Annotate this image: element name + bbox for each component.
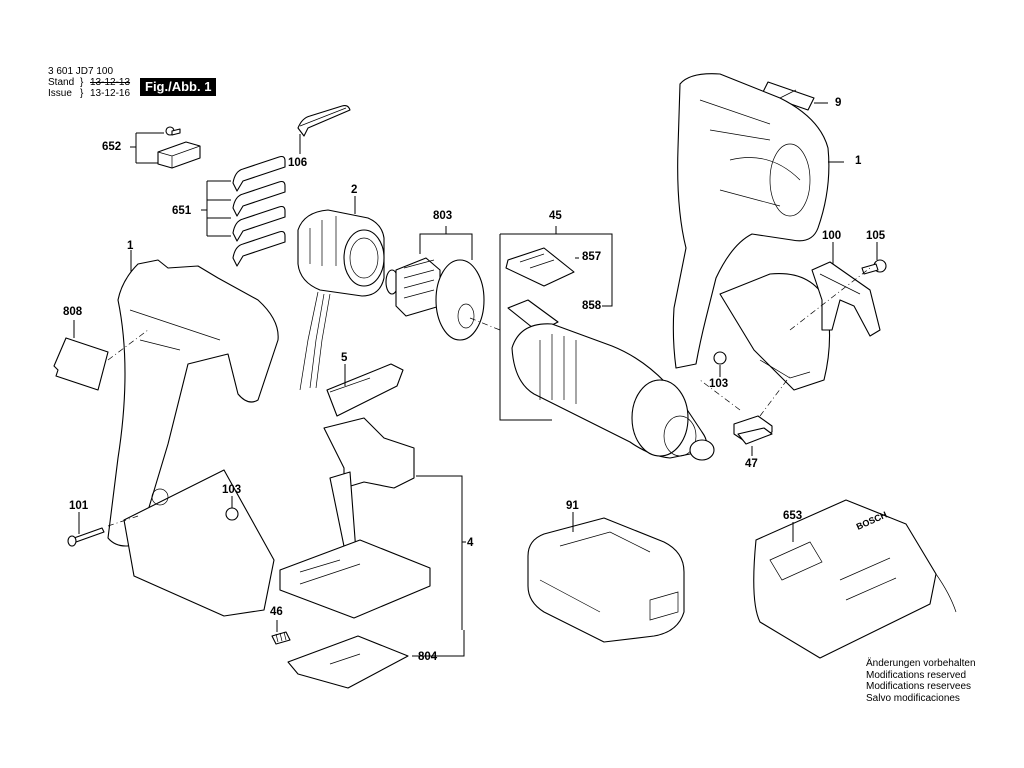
- part-9-nameplate-label[interactable]: [761, 81, 815, 111]
- callout-9: 9: [835, 97, 842, 109]
- notice-line-es: Salvo modificaciones: [866, 692, 960, 704]
- part-91-battery-pack[interactable]: [527, 517, 685, 643]
- stand-value: 13-12-13: [90, 77, 131, 88]
- callout-4: 4: [467, 537, 474, 549]
- part-2-stator[interactable]: [297, 209, 385, 391]
- callout-808: 808: [63, 306, 83, 318]
- part-652-bit-holder[interactable]: [157, 126, 201, 169]
- part-803-armature[interactable]: [385, 257, 501, 341]
- callout-105: 105: [866, 230, 886, 242]
- callout-100: 100: [822, 230, 842, 242]
- part-1-housing-right[interactable]: [672, 73, 831, 391]
- callout-1-right: 1: [855, 155, 862, 167]
- issue-label: Issue: [48, 88, 72, 99]
- part-1-housing-left[interactable]: [107, 259, 279, 617]
- callout-804: 804: [418, 651, 438, 663]
- document-number: 3 601 JD7 100: [48, 66, 114, 77]
- callout-91: 91: [566, 500, 579, 512]
- figure-label: Fig./Abb. 1: [140, 78, 217, 96]
- callout-653: 653: [783, 510, 803, 522]
- callout-47: 47: [745, 458, 758, 470]
- part-653-charger[interactable]: BOSCH: [753, 499, 957, 659]
- brace-icon: }: [80, 88, 84, 99]
- part-45-gearbox[interactable]: [499, 226, 715, 461]
- notice-line-en: Modifications reserved: [866, 669, 967, 681]
- part-808-type-label[interactable]: [53, 337, 109, 391]
- part-103-nut-right[interactable]: [713, 351, 727, 365]
- callout-45: 45: [549, 210, 562, 222]
- stand-label: Stand: [48, 77, 75, 88]
- leader-651: [201, 180, 231, 237]
- leader-803: [419, 226, 473, 260]
- part-46-spring[interactable]: [271, 631, 291, 645]
- part-5-switch-cover[interactable]: [326, 363, 404, 417]
- part-105-clip-screw[interactable]: [861, 259, 887, 275]
- part-651-cover-strips[interactable]: [232, 155, 286, 267]
- leader-4: [416, 475, 466, 630]
- part-804-battery-contact-plate[interactable]: [287, 635, 409, 689]
- revision-block: Stand } 13-12-13 Issue } 13-12-16: [48, 77, 130, 99]
- part-101-screw[interactable]: [67, 527, 105, 547]
- part-100-belt-clip[interactable]: [811, 261, 881, 337]
- callout-857: 857: [582, 251, 602, 263]
- callout-858: 858: [582, 300, 602, 312]
- brace-icon: }: [80, 77, 84, 88]
- notice-line-de: Änderungen vorbehalten: [866, 658, 976, 669]
- part-103-nut-left[interactable]: [225, 507, 239, 521]
- leader-804: [412, 630, 465, 657]
- callout-106: 106: [288, 157, 308, 169]
- callout-101: 101: [69, 500, 89, 512]
- callout-46: 46: [270, 606, 283, 618]
- callout-651: 651: [172, 205, 192, 217]
- notice-line-fr: Modifications reservees: [866, 681, 972, 692]
- part-857-selector-slide[interactable]: [505, 247, 575, 287]
- callout-652: 652: [102, 141, 122, 153]
- issue-value: 13-12-16: [90, 88, 131, 99]
- part-4-switch-module[interactable]: [279, 417, 431, 619]
- bracket-45: [499, 234, 552, 421]
- callout-1-left: 1: [127, 240, 134, 252]
- callout-103-left: 103: [222, 484, 242, 496]
- part-106-cover-strip[interactable]: [297, 104, 351, 137]
- callout-5: 5: [341, 352, 348, 364]
- leader-652: [130, 132, 164, 164]
- callout-2: 2: [351, 184, 358, 196]
- callout-803: 803: [433, 210, 453, 222]
- callout-103-right: 103: [709, 378, 729, 390]
- modifications-notice: Änderungen vorbehalten Modifications res…: [866, 658, 976, 704]
- part-47-slider[interactable]: [699, 375, 791, 445]
